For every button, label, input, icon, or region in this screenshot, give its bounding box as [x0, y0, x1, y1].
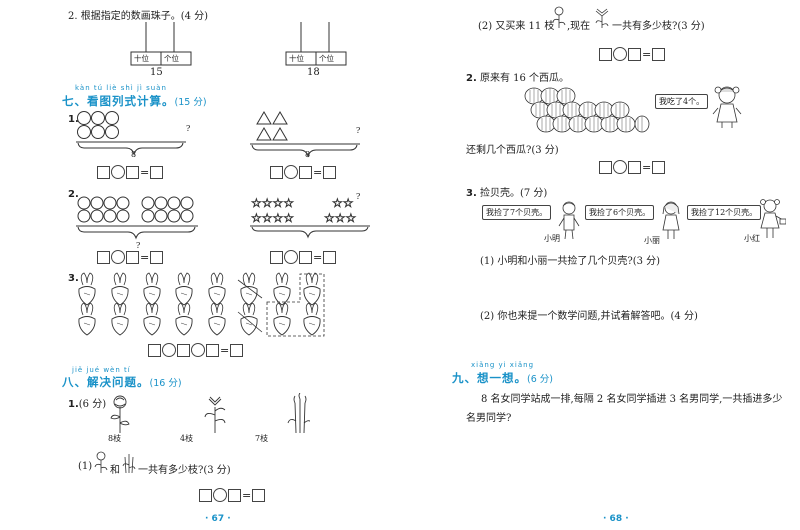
- sec8-pinyin: jiě jué wèn tí: [72, 366, 131, 374]
- boy-illustration: [558, 201, 580, 240]
- right-q3-sub1: (1) 小明和小丽一共捡了几个贝壳?(3 分): [480, 256, 661, 267]
- q1-sub2-suffix: 一共有多少枝?(3 分): [612, 21, 705, 32]
- sec7-q1-label: 1.: [68, 114, 79, 125]
- q1a-total: 8: [131, 150, 137, 159]
- watermelon-speech-bubble: 我吃了4个。: [655, 94, 709, 109]
- shell-bubble-3: 我捡了12个贝壳。: [687, 205, 762, 220]
- q2b-answer-boxes[interactable]: =: [270, 250, 337, 264]
- q1-sub2-prefix: (2) 又买来 11 枝: [478, 21, 555, 32]
- q2a-answer-boxes[interactable]: =: [97, 250, 164, 264]
- svg-text:☆☆☆☆: ☆☆☆☆: [251, 211, 294, 225]
- q1b-question-mark: ?: [356, 126, 361, 135]
- sec9-text-line2: 名男同学?: [466, 413, 512, 424]
- name-xiaoming: 小明: [544, 234, 560, 243]
- flower3-count: 7枝: [255, 434, 269, 443]
- right-q2-answer-boxes[interactable]: =: [599, 160, 666, 174]
- name-xiaohong: 小红: [744, 234, 760, 243]
- sec9-title: 九、想一想。(6 分): [452, 371, 553, 385]
- abacus2-ones-label: 个位: [319, 54, 334, 63]
- name-xiaoli: 小丽: [644, 236, 660, 245]
- right-q3-text: 3. 捡贝壳。(7 分): [466, 188, 548, 199]
- q1b-total: 8: [305, 150, 311, 159]
- flowers-illustration: [110, 393, 310, 434]
- abacus2-tens-label: 十位: [289, 54, 304, 63]
- sec7-q2-label: 2.: [68, 189, 79, 200]
- right-q2-after: 还剩几个西瓜?(3 分): [466, 145, 559, 156]
- q3-answer-boxes[interactable]: =: [148, 343, 244, 357]
- flower2-count: 4枝: [180, 434, 194, 443]
- q1a-circles-diagram: [76, 111, 186, 156]
- shell-bubble-2: 我捡了6个贝壳。: [585, 205, 655, 220]
- sec9-text-line1: 8 名女同学站成一排,每隔 2 名女同学插进 3 名男同学,一共插进多少: [481, 394, 783, 405]
- sec7-pinyin: kàn tú liè shì jì suàn: [75, 84, 167, 92]
- svg-text:☆☆☆☆: ☆☆☆☆: [251, 196, 294, 210]
- abacus1-tens-label: 十位: [134, 54, 149, 63]
- s8q1-sub1-answer-boxes[interactable]: =: [199, 488, 266, 502]
- abacus1-number: 15: [150, 67, 163, 78]
- right-q2-text: 2. 原来有 16 个西瓜。: [466, 73, 570, 84]
- abacus-18: [285, 22, 347, 66]
- q2-abacus-prompt: 2. 根据指定的数画珠子。(4 分): [68, 11, 209, 22]
- q1b-answer-boxes[interactable]: =: [270, 165, 337, 179]
- s8q1-sub1-suffix: 一共有多少枝?(3 分): [138, 465, 231, 476]
- sec8-title: 八、解决问题。(16 分): [62, 375, 182, 389]
- watermelons-illustration: [524, 87, 650, 133]
- abacus2-number: 18: [307, 67, 320, 78]
- q1-sub2-mid: ,现在: [567, 21, 591, 32]
- sec7-title: 七、看图列式计算。(15 分): [62, 94, 207, 108]
- sec7-q3-label: 3.: [68, 273, 79, 284]
- svg-text:☆☆: ☆☆: [332, 196, 354, 210]
- q2a-question-mark: ?: [136, 241, 141, 250]
- girl-illustration: [712, 86, 742, 128]
- s8q1-sub1-prefix: (1): [78, 461, 93, 472]
- s8q1-and: 和: [110, 465, 120, 476]
- flower1-count: 8枝: [108, 434, 122, 443]
- q1a-answer-boxes[interactable]: =: [97, 165, 164, 179]
- q1-sub2-answer-boxes[interactable]: =: [599, 47, 666, 61]
- page-number-right: · 68 ·: [603, 514, 629, 524]
- abacus1-ones-label: 个位: [164, 54, 179, 63]
- girl2-illustration: [662, 201, 680, 239]
- girl3-illustration: [760, 199, 786, 238]
- q2a-circles-diagram: [76, 196, 198, 240]
- q2b-question-mark: ?: [356, 192, 361, 201]
- abacus-15: [130, 22, 192, 66]
- q2b-stars-diagram: ☆☆☆☆ ☆☆☆☆ ☆☆ ☆☆☆: [250, 196, 370, 239]
- sec9-pinyin: xiǎng yi xiǎng: [471, 361, 535, 369]
- svg-text:☆☆☆: ☆☆☆: [324, 211, 356, 225]
- flower-icon: [595, 8, 609, 28]
- q1a-question-mark: ?: [186, 124, 191, 133]
- lily-icon: [122, 454, 136, 473]
- shell-bubble-1: 我捡了7个贝壳。: [482, 205, 552, 220]
- rose-icon-2: [552, 6, 566, 28]
- q1b-triangles-diagram: [250, 111, 360, 158]
- right-q3-sub2: (2) 你也来提一个数学问题,并试着解答吧。(4 分): [480, 311, 698, 322]
- rose-icon: [94, 451, 108, 473]
- page-number-left: · 67 ·: [205, 514, 231, 524]
- q3-radish-diagram: [78, 272, 325, 337]
- sec8-q1-heading: 1.(6 分): [68, 399, 107, 410]
